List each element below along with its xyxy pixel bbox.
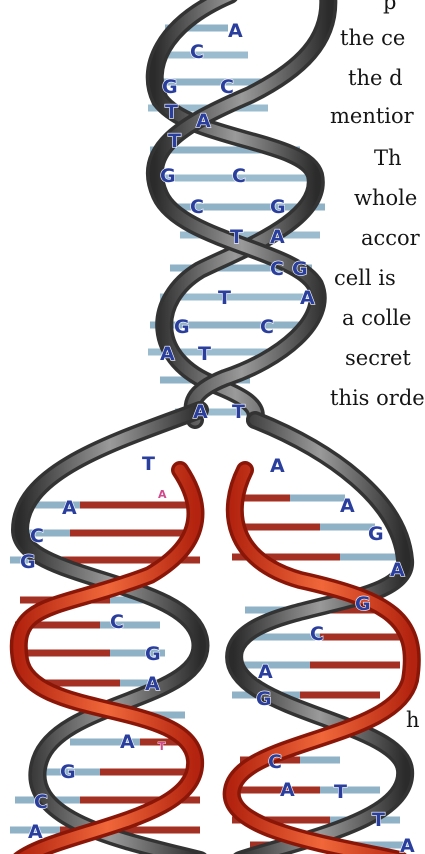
base-letter: G	[256, 688, 272, 710]
base-letter: A	[196, 110, 211, 132]
base-letter: C	[270, 258, 284, 280]
base-letter: C	[232, 165, 246, 187]
base-letter: T	[158, 740, 166, 753]
base-letter: G	[292, 258, 308, 280]
text-fragment: accor	[361, 226, 420, 251]
base-letter: G	[355, 593, 371, 615]
base-letter: T	[218, 287, 231, 309]
base-letter: G	[160, 165, 176, 187]
base-letter: A	[400, 835, 415, 854]
base-letter: G	[162, 76, 178, 98]
base-letter: A	[193, 401, 208, 423]
base-letter: A	[62, 497, 77, 519]
base-letter: T	[372, 809, 385, 831]
base-letter: A	[145, 673, 160, 695]
base-letter: A	[390, 559, 405, 581]
base-letter: A	[28, 821, 43, 843]
base-letter: T	[168, 130, 181, 152]
base-letter: C	[190, 196, 204, 218]
base-letter: G	[174, 316, 190, 338]
base-letter: G	[145, 643, 161, 665]
base-letter: A	[158, 488, 167, 501]
text-fragment: secret	[345, 346, 411, 371]
text-fragment: cell is	[334, 266, 396, 291]
base-letter: C	[260, 316, 274, 338]
base-letter: A	[228, 20, 243, 42]
text-fragment: this orde	[330, 386, 425, 411]
text-fragment: p	[383, 0, 396, 15]
base-letter: A	[340, 495, 355, 517]
base-letter: T	[198, 343, 211, 365]
base-letter: C	[110, 611, 124, 633]
base-letter: A	[280, 779, 295, 801]
base-letter: A	[270, 455, 285, 477]
base-letter: A	[270, 226, 285, 248]
text-fragment: the ce	[340, 26, 405, 51]
base-letter: C	[34, 791, 48, 813]
base-letter: C	[310, 623, 324, 645]
base-letter: T	[232, 401, 245, 423]
text-fragment: mentior	[330, 104, 414, 129]
base-letter: C	[30, 525, 44, 547]
base-letter: G	[60, 761, 76, 783]
base-letter: A	[120, 731, 135, 753]
base-letter: T	[165, 101, 178, 123]
base-letter: T	[142, 453, 155, 475]
base-letter: C	[220, 76, 234, 98]
text-fragment: h	[406, 708, 420, 733]
text-fragment: the d	[348, 66, 403, 91]
base-letter: C	[190, 41, 204, 63]
text-fragment: Th	[374, 146, 402, 171]
base-letter: T	[230, 226, 243, 248]
base-letter: C	[268, 751, 282, 773]
base-letter: A	[160, 343, 175, 365]
base-letter: A	[300, 287, 315, 309]
base-letter: A	[258, 661, 273, 683]
text-fragment: a colle	[342, 306, 411, 331]
text-fragment: whole	[354, 186, 417, 211]
base-letter: G	[270, 196, 286, 218]
base-letter: G	[368, 523, 384, 545]
base-letter: T	[334, 781, 347, 803]
base-letter: G	[20, 551, 36, 573]
